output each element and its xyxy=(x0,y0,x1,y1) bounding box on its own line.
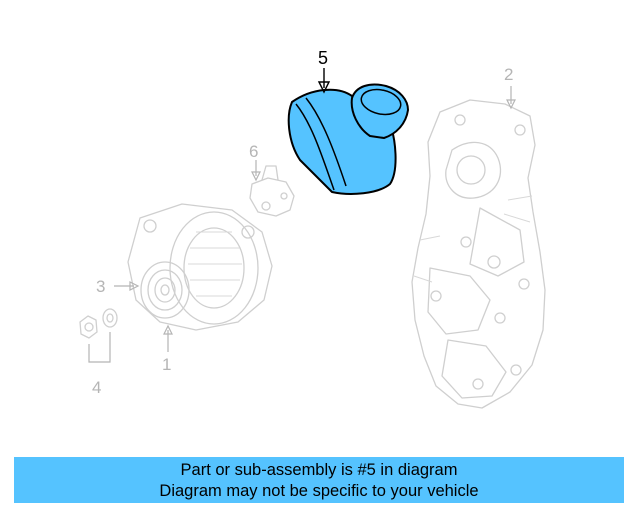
part-info-banner: Part or sub-assembly is #5 in diagram Di… xyxy=(14,457,624,503)
callout-4[interactable]: 4 xyxy=(92,378,101,397)
banner-line-1: Part or sub-assembly is #5 in diagram xyxy=(180,461,458,479)
callout-6[interactable]: 6 xyxy=(249,142,258,161)
callout-3[interactable]: 3 xyxy=(96,277,105,296)
callout-2[interactable]: 2 xyxy=(504,65,513,84)
nut-washer-part xyxy=(79,308,118,339)
leader-lines xyxy=(88,68,516,363)
pulley-part-highlighted xyxy=(287,83,409,195)
banner-line-2: Diagram may not be specific to your vehi… xyxy=(159,482,479,500)
engine-bracket-part xyxy=(411,99,546,409)
callout-1[interactable]: 1 xyxy=(162,355,171,374)
callout-5[interactable]: 5 xyxy=(318,48,328,68)
parts-diagram: 5 2 6 3 1 4 xyxy=(79,48,546,409)
sensor-bracket-part xyxy=(249,165,295,217)
alternator-part xyxy=(127,203,273,331)
